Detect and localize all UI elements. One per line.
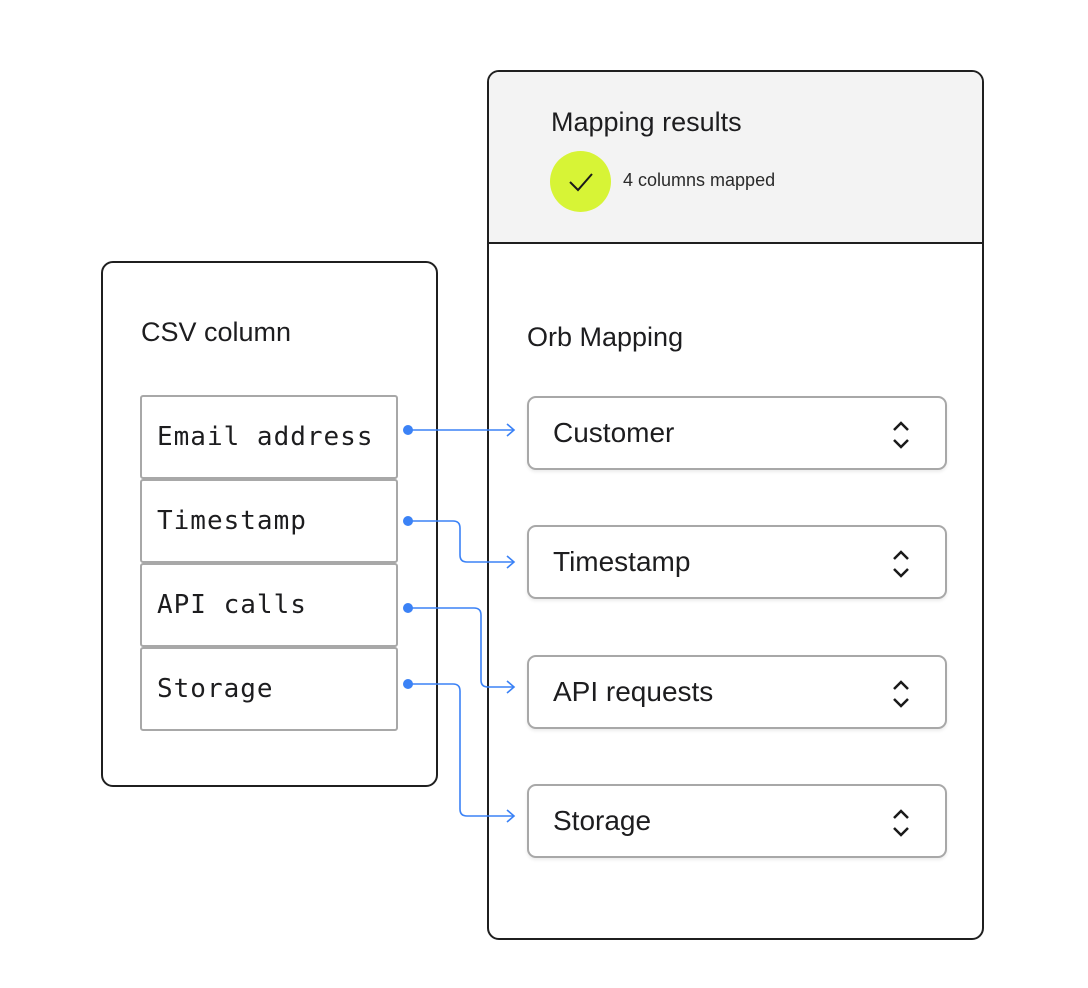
chevron-up-down-icon xyxy=(893,680,909,708)
csv-column-timestamp[interactable]: Timestamp xyxy=(140,479,398,563)
select-value: Customer xyxy=(553,417,675,448)
chevron-up-down-icon xyxy=(893,550,909,578)
mapping-results-title: Mapping results xyxy=(551,107,742,137)
orb-field-select-customer[interactable]: Customer xyxy=(527,396,947,470)
csv-column-panel: CSV column Email address Timestamp API c… xyxy=(101,261,438,787)
select-value: Storage xyxy=(553,805,652,836)
csv-column-title: CSV column xyxy=(141,317,292,347)
csv-column-api-calls[interactable]: API calls xyxy=(140,563,398,647)
status-text: 4 columns mapped xyxy=(623,170,776,190)
orb-mapping-title: Orb Mapping xyxy=(527,322,684,352)
mapping-results-header: Mapping results 4 columns mapped xyxy=(489,72,982,244)
csv-column-email-address[interactable]: Email address xyxy=(140,395,398,479)
orb-field-select-api-requests[interactable]: API requests xyxy=(527,655,947,729)
checkmark-icon xyxy=(550,151,611,212)
orb-field-select-timestamp[interactable]: Timestamp xyxy=(527,525,947,599)
chevron-up-down-icon xyxy=(893,809,909,837)
orb-field-select-storage[interactable]: Storage xyxy=(527,784,947,858)
select-value: Timestamp xyxy=(553,546,691,577)
select-value: API requests xyxy=(553,676,714,707)
chevron-up-down-icon xyxy=(893,421,909,449)
mapping-panel: Mapping results 4 columns mapped Orb Map… xyxy=(487,70,984,940)
csv-column-storage[interactable]: Storage xyxy=(140,647,398,731)
